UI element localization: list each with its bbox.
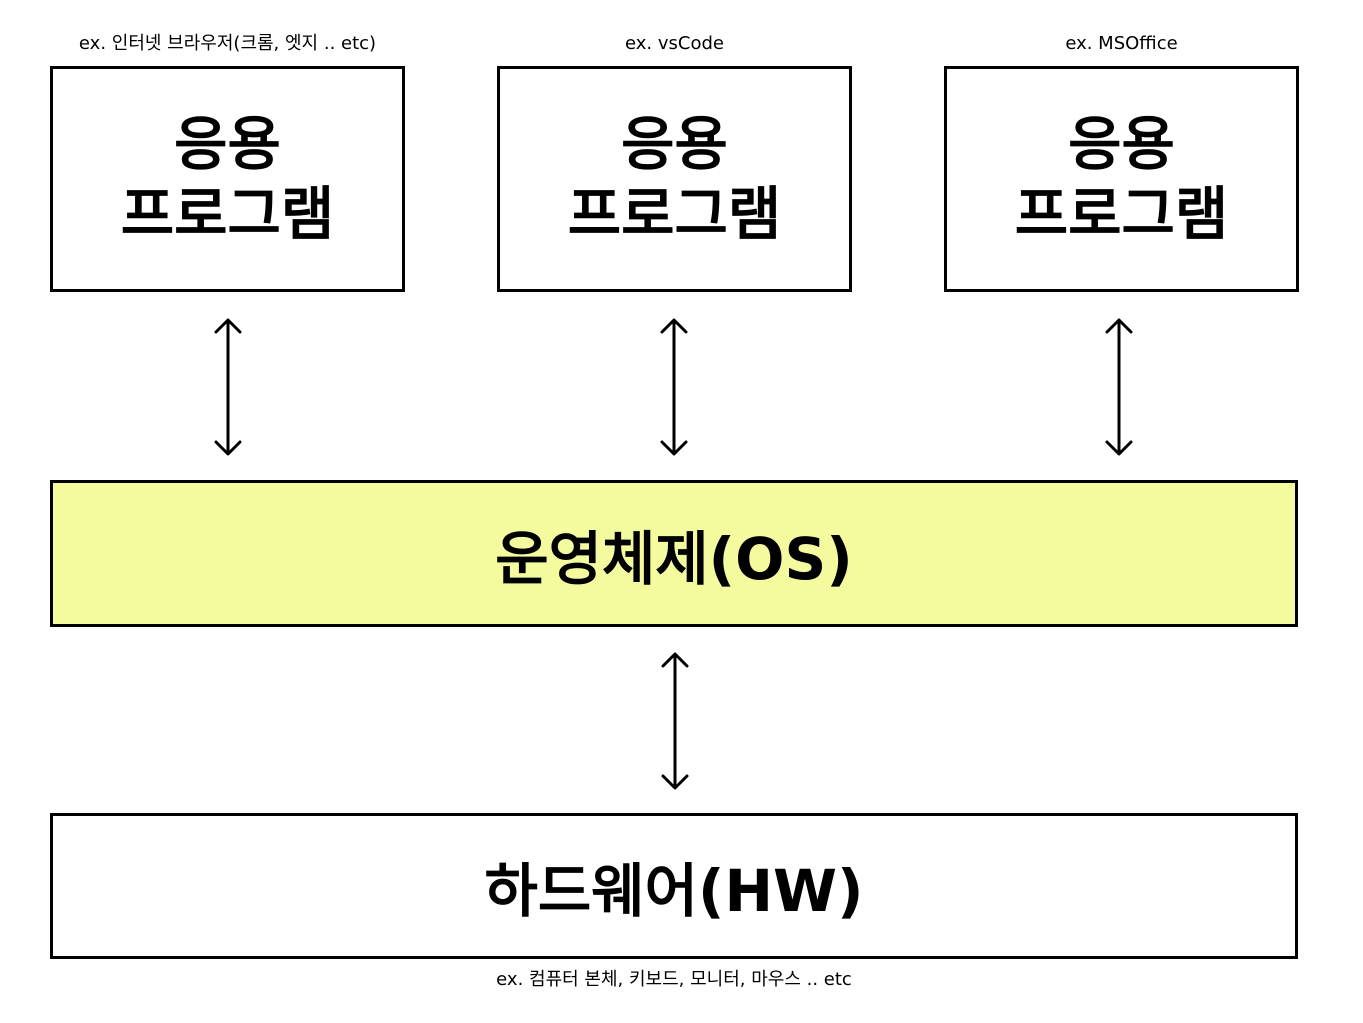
hardware-label: 하드웨어(HW)	[484, 857, 864, 925]
app-caption-msoffice: ex. MSOffice	[1065, 33, 1178, 54]
double-arrow-icon	[661, 652, 689, 790]
arrow-vscode-os	[654, 317, 694, 457]
app-box-label-line1: 응용	[174, 110, 281, 178]
os-label: 운영체제(OS)	[495, 524, 853, 593]
os-box: 운영체제(OS)	[50, 480, 1298, 627]
app-caption-browser: ex. 인터넷 브라우저(크롬, 엣지 .. etc)	[78, 33, 377, 54]
app-box-label-line2: 프로그램	[120, 180, 335, 248]
arrow-browser-os	[208, 317, 248, 457]
app-box-msoffice: 응용 프로그램	[944, 66, 1299, 292]
double-arrow-icon	[1105, 318, 1133, 456]
arrow-msoffice-os	[1099, 317, 1139, 457]
double-arrow-icon	[660, 318, 688, 456]
app-box-label-line2: 프로그램	[567, 180, 782, 248]
app-box-browser: 응용 프로그램	[50, 66, 405, 292]
app-box-label-line1: 응용	[1068, 110, 1175, 178]
app-caption-vscode: ex. vsCode	[625, 33, 724, 54]
hardware-box: 하드웨어(HW)	[50, 813, 1298, 959]
app-box-label-line2: 프로그램	[1014, 180, 1229, 248]
hardware-caption: ex. 컴퓨터 본체, 키보드, 모니터, 마우스 .. etc	[496, 969, 852, 990]
arrow-os-hardware	[655, 651, 695, 791]
double-arrow-icon	[214, 318, 242, 456]
app-box-label-line1: 응용	[621, 110, 728, 178]
app-box-vscode: 응용 프로그램	[497, 66, 852, 292]
